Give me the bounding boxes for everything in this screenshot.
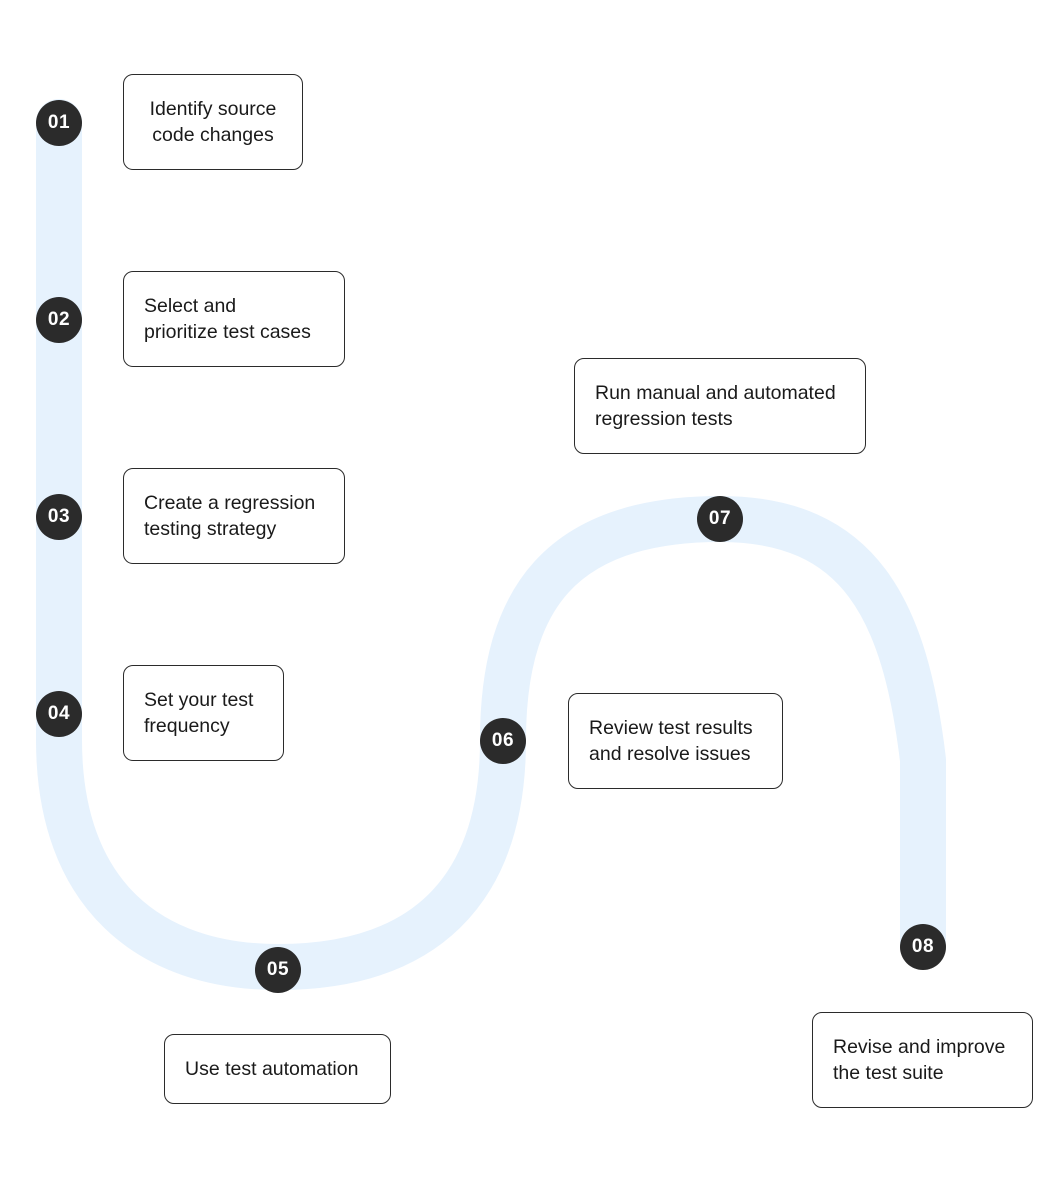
step-6-card: Review test results and resolve issues (568, 693, 783, 789)
step-2-card: Select and prioritize test cases (123, 271, 345, 367)
step-6-label-line-2: and resolve issues (589, 743, 751, 765)
step-7-label-line-1: Run manual and automated (595, 382, 836, 404)
step-7-label-line-2: regression tests (595, 408, 733, 430)
step-4-label-line-1: Set your test (144, 689, 254, 711)
step-3-badge: 03 (36, 494, 82, 540)
step-6-label-line-1: Review test results (589, 717, 753, 739)
step-5-label-line-1: Use test automation (185, 1058, 359, 1080)
step-1-label-line-1: Identify source (149, 98, 277, 120)
step-8-card: Revise and improve the test suite (812, 1012, 1033, 1108)
step-4-badge: 04 (36, 691, 82, 737)
step-7-card: Run manual and automated regression test… (574, 358, 866, 454)
step-8-label-line-2: the test suite (833, 1062, 944, 1084)
step-5-card: Use test automation (164, 1034, 391, 1104)
step-2-label-line-1: Select and (144, 295, 237, 317)
step-8-label-line-1: Revise and improve (833, 1036, 1006, 1058)
step-6-badge: 06 (480, 718, 526, 764)
step-4-card: Set your test frequency (123, 665, 284, 761)
step-5-badge: 05 (255, 947, 301, 993)
step-7-badge: 07 (697, 496, 743, 542)
step-2-label-line-2: prioritize test cases (144, 321, 311, 343)
step-4-label-line-2: frequency (144, 715, 230, 737)
step-1-badge: 01 (36, 100, 82, 146)
step-3-label-line-2: testing strategy (144, 518, 277, 540)
step-1-label-line-2: code changes (152, 124, 274, 146)
step-2-badge: 02 (36, 297, 82, 343)
step-3-label-line-1: Create a regression (144, 492, 316, 514)
step-8-badge: 08 (900, 924, 946, 970)
step-3-card: Create a regression testing strategy (123, 468, 345, 564)
step-1-card: Identify source code changes (123, 74, 303, 170)
